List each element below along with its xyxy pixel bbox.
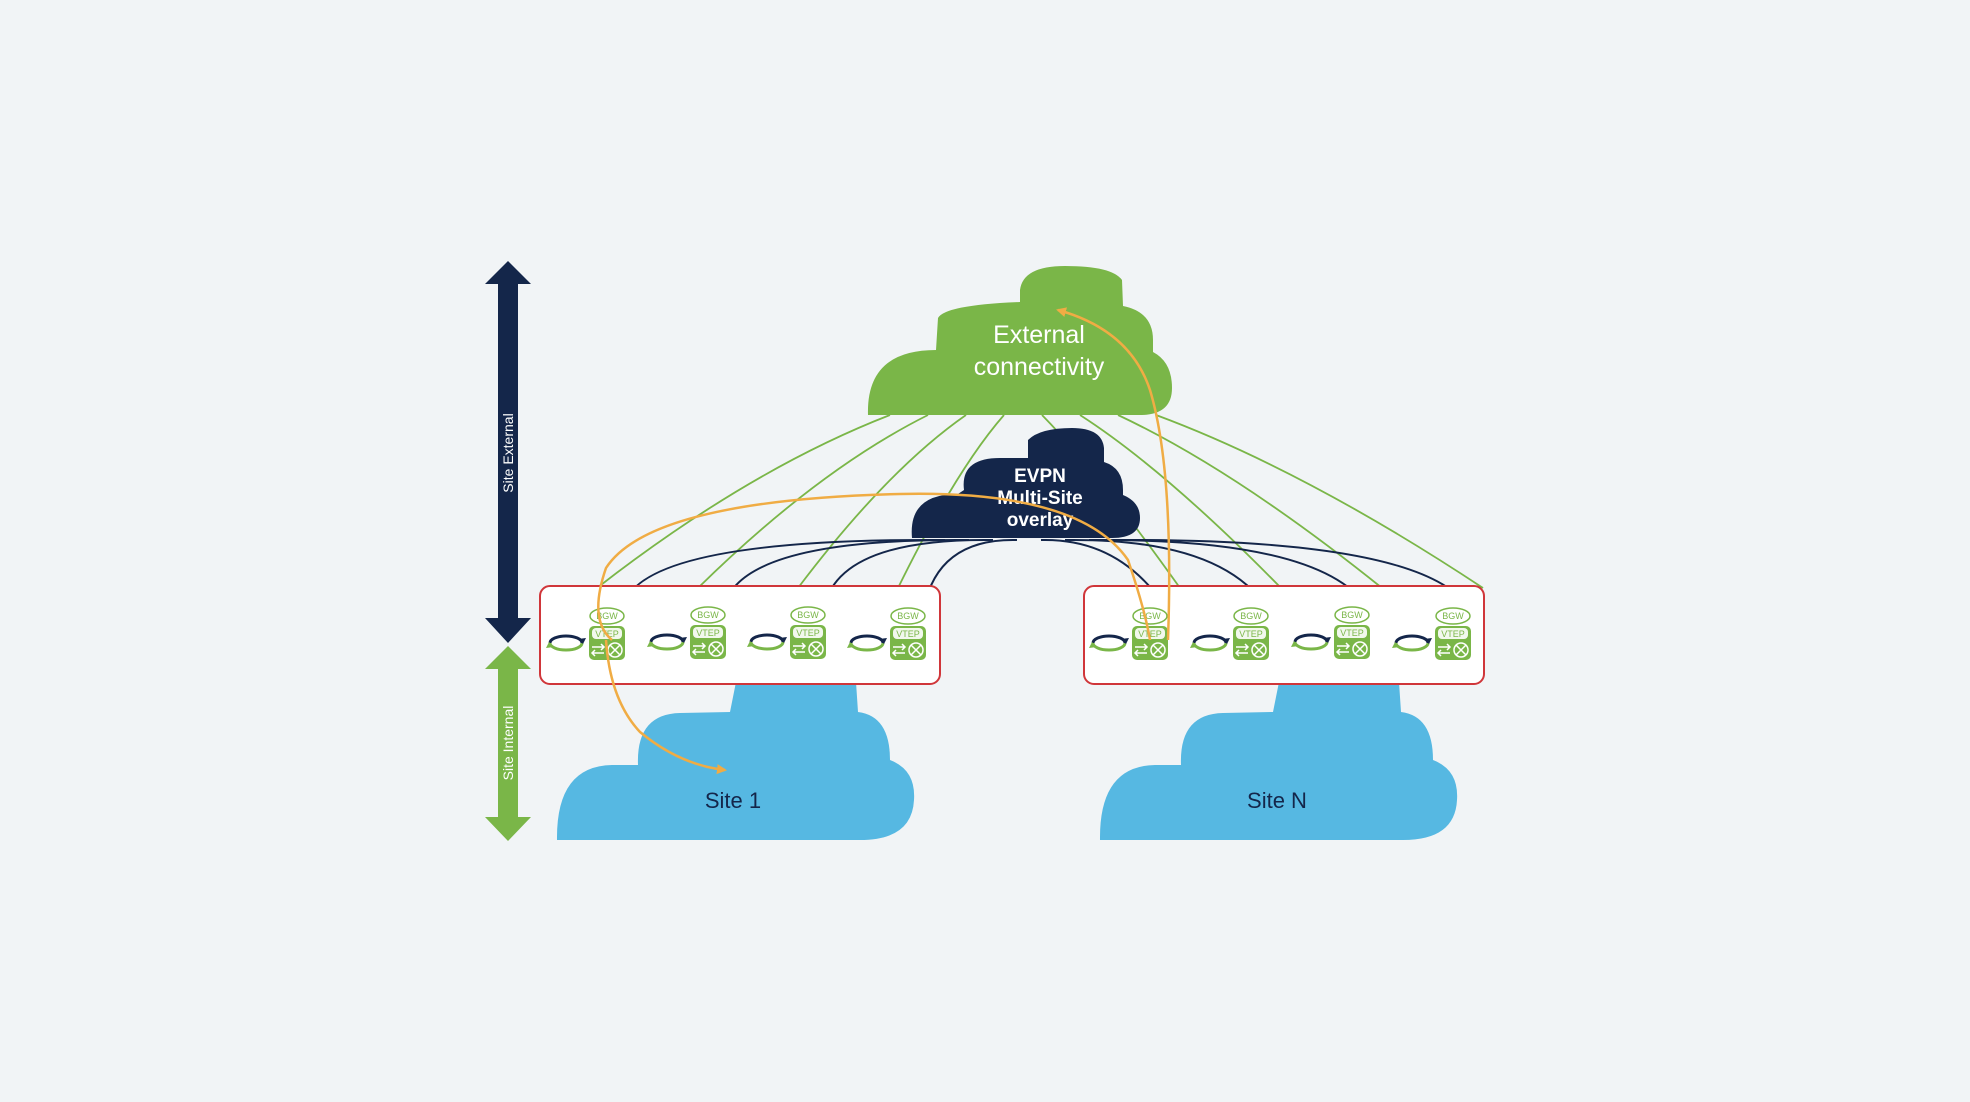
site-external-axis: Site External <box>485 261 531 643</box>
vtep-label: VTEP <box>696 628 720 638</box>
site-internal-axis: Site Internal <box>485 646 531 841</box>
border-gateway: BGW VTEP <box>1291 606 1370 659</box>
overlay-cloud-line2: Multi-Site <box>997 488 1083 509</box>
external-cloud-line2: connectivity <box>974 353 1105 381</box>
evpn-overlay-cloud: EVPN Multi-Site overlay <box>911 428 1140 538</box>
traffic-paths <box>597 307 1171 775</box>
router-rotate-icon <box>847 634 887 652</box>
router-rotate-icon <box>546 634 586 652</box>
traffic-path-to-external <box>1056 307 1171 641</box>
router-rotate-icon <box>1190 634 1230 652</box>
bgw-label: BGW <box>697 610 719 620</box>
site-external-label: Site External <box>500 413 516 492</box>
bgw-badge <box>1233 607 1269 625</box>
bgw-badge <box>1435 607 1471 625</box>
bgw-badge <box>1132 607 1168 625</box>
bgw-badge <box>1334 606 1370 624</box>
external-cloud-line1: External <box>993 321 1085 349</box>
bgw-badge <box>890 607 926 625</box>
siteN-cloud: Site N <box>1099 682 1458 840</box>
overlay-cloud-line1: EVPN <box>1014 466 1066 487</box>
vtep-switch-icon: VTEP <box>1435 626 1471 660</box>
external-link <box>1079 414 1282 589</box>
vtep-label: VTEP <box>1340 628 1364 638</box>
bgw-label: BGW <box>1240 611 1262 621</box>
site1-bgw-group <box>539 585 941 685</box>
site1-label: Site 1 <box>705 788 761 813</box>
border-gateway: BGW VTEP <box>1392 607 1471 660</box>
diagram-panel <box>472 232 1498 870</box>
border-gateway: BGW VTEP <box>847 607 926 660</box>
bgw-label: BGW <box>596 611 618 621</box>
overlay-cloud-line3: overlay <box>1007 510 1074 531</box>
vtep-label: VTEP <box>796 628 820 638</box>
external-links <box>596 414 1484 589</box>
vtep-switch-icon: VTEP <box>1132 626 1168 660</box>
external-connectivity-cloud: External connectivity <box>867 266 1172 415</box>
bgw-badge <box>690 606 726 624</box>
vtep-switch-icon: VTEP <box>690 625 726 659</box>
external-link <box>596 414 891 589</box>
vtep-switch-icon: VTEP <box>1233 626 1269 660</box>
external-link <box>697 414 929 589</box>
border-gateway: BGW VTEP <box>1190 607 1269 660</box>
router-rotate-icon <box>1392 634 1432 652</box>
border-gateway: BGW VTEP <box>747 606 826 659</box>
siteN-bgw-group <box>1083 585 1485 685</box>
external-link <box>897 414 1005 589</box>
vtep-switch-icon: VTEP <box>1334 625 1370 659</box>
router-rotate-icon <box>1291 633 1331 651</box>
router-rotate-icon <box>647 633 687 651</box>
bgw-label: BGW <box>797 610 819 620</box>
external-link <box>1155 414 1484 589</box>
siteN-label: Site N <box>1247 788 1307 813</box>
router-rotate-icon <box>1089 634 1129 652</box>
bgw-label: BGW <box>1442 611 1464 621</box>
site-internal-label: Site Internal <box>500 706 516 781</box>
bgw-label: BGW <box>897 611 919 621</box>
external-link <box>797 414 967 589</box>
vtep-switch-icon: VTEP <box>790 625 826 659</box>
vtep-label: VTEP <box>1239 629 1263 639</box>
vtep-label: VTEP <box>1441 629 1465 639</box>
bgw-label: BGW <box>1139 611 1161 621</box>
vtep-label: VTEP <box>896 629 920 639</box>
site1-cloud: Site 1 <box>556 682 915 840</box>
bgw-label: BGW <box>1341 610 1363 620</box>
vtep-switch-icon: VTEP <box>890 626 926 660</box>
traffic-path-site1 <box>597 492 1152 641</box>
traffic-path-to-site1 <box>604 639 727 775</box>
external-link <box>1117 414 1383 589</box>
bgw-badge <box>790 606 826 624</box>
border-gateway: BGW VTEP <box>647 606 726 659</box>
router-rotate-icon <box>747 633 787 651</box>
